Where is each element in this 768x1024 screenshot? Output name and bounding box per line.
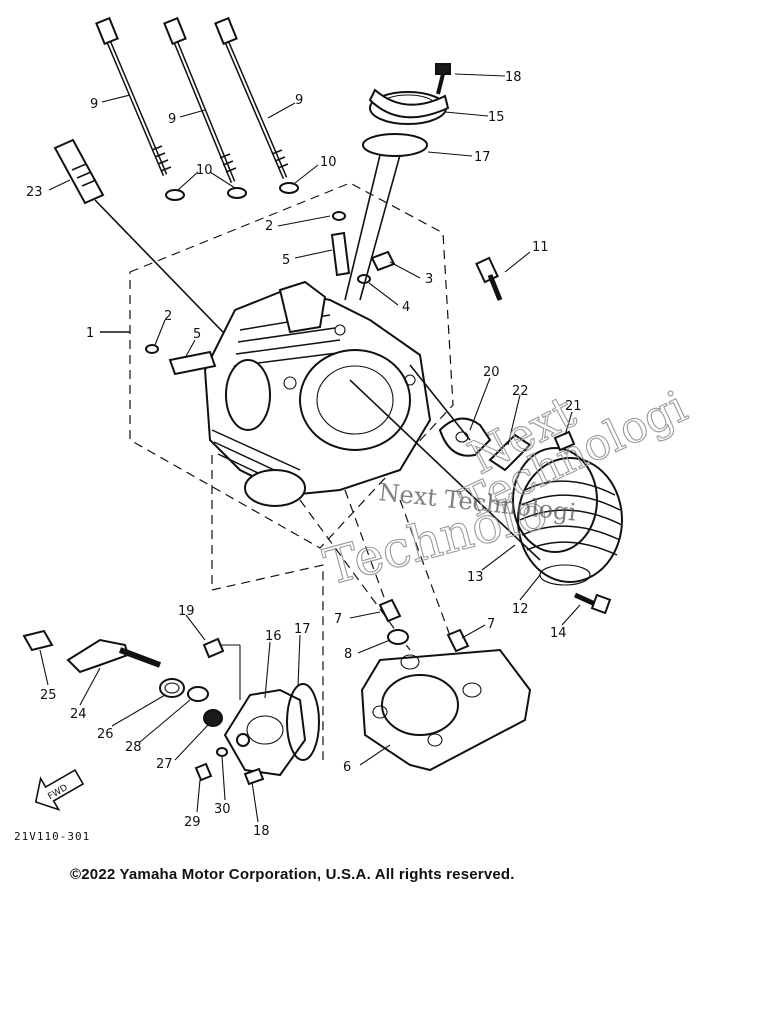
forward-arrow-icon: FWD	[34, 768, 85, 812]
stud-bolt-9	[214, 16, 289, 179]
callout-19: 19	[178, 604, 195, 619]
callout-26: 26	[97, 727, 114, 742]
callout-12: 12	[512, 602, 529, 617]
callout-15: 15	[488, 110, 505, 125]
callout-17: 17	[294, 622, 311, 637]
bolt-11	[475, 256, 503, 301]
cylinder-gasket-6	[360, 648, 532, 772]
callout-18: 18	[253, 824, 270, 839]
spring-26	[159, 678, 185, 698]
callout-4: 4	[402, 300, 410, 315]
washer-10	[165, 189, 185, 201]
callout-7: 7	[487, 617, 495, 632]
guide-line	[349, 379, 541, 561]
copyright-notice: ©2022 Yamaha Motor Corporation, U.S.A. A…	[70, 866, 515, 883]
callout-29: 29	[184, 815, 201, 830]
callout-27: 27	[156, 757, 173, 772]
bolt-3	[370, 250, 396, 272]
washer-10	[227, 187, 247, 199]
tensioner-16	[223, 688, 307, 777]
dowel-7	[446, 628, 470, 653]
callout-2: 2	[265, 219, 273, 234]
callout-24: 24	[70, 707, 87, 722]
bolt-19	[202, 637, 225, 659]
callout-1: 1	[86, 326, 94, 341]
plug-29	[194, 762, 213, 782]
callout-18: 18	[505, 70, 522, 85]
callout-3: 3	[425, 272, 433, 287]
guide-line	[344, 489, 386, 601]
cylinder-head-1	[203, 280, 432, 507]
callout-16: 16	[265, 629, 282, 644]
callout-2: 2	[164, 309, 172, 324]
callout-13: 13	[467, 570, 484, 585]
callout-10: 10	[196, 163, 213, 178]
callout-23: 23	[26, 185, 43, 200]
stud-bolt-9	[163, 16, 237, 183]
bolt-18	[435, 63, 451, 95]
pad-25	[22, 629, 54, 652]
diagram-code: 21V110-301	[14, 830, 91, 843]
callout-leaders	[39, 73, 581, 823]
washer-8	[387, 629, 409, 645]
callout-9: 9	[295, 93, 303, 108]
washer-28	[187, 686, 209, 702]
callout-20: 20	[483, 365, 500, 380]
callout-14: 14	[550, 626, 567, 641]
callout-5: 5	[282, 253, 290, 268]
callout-25: 25	[40, 688, 57, 703]
guide-line	[359, 154, 401, 301]
callout-30: 30	[214, 802, 231, 817]
callout-5: 5	[193, 327, 201, 342]
stud-bolt-9	[95, 16, 172, 176]
assembly-boundary	[129, 182, 454, 549]
callout-9: 9	[90, 97, 98, 112]
washer-4	[357, 274, 371, 284]
washer-10	[279, 182, 299, 194]
callout-28: 28	[125, 740, 142, 755]
callout-7: 7	[334, 612, 342, 627]
callout-8: 8	[344, 647, 352, 662]
clip-2	[332, 211, 346, 221]
guide-line	[409, 364, 471, 441]
valve-guide-5	[330, 231, 351, 277]
guide-line	[299, 499, 411, 651]
callout-10: 10	[320, 155, 337, 170]
gasket-13	[512, 447, 598, 553]
callout-numbers: 18 15 17 9 9 9 10 10 23 2 5 3 4 11 1 2 5…	[26, 70, 582, 839]
washer-30	[216, 747, 228, 757]
clip-2	[145, 344, 159, 354]
bolt-14	[573, 592, 612, 615]
sprocket-20	[438, 417, 492, 457]
callout-22: 22	[512, 384, 529, 399]
callout-6: 6	[343, 760, 351, 775]
valve-cover-guide	[211, 455, 324, 760]
dowel-7	[378, 598, 402, 623]
seal-27	[203, 709, 223, 727]
callout-21: 21	[565, 399, 582, 414]
callout-11: 11	[532, 240, 549, 255]
spark-plug-23	[53, 138, 251, 361]
valve-guide-5	[168, 350, 217, 376]
cap-15	[368, 88, 450, 125]
o-ring-17	[362, 133, 428, 157]
lever-24	[66, 638, 162, 674]
bolt-18	[243, 767, 265, 786]
o-ring-17	[286, 683, 320, 761]
guide-line	[344, 154, 381, 301]
part-22	[488, 433, 532, 472]
callout-17: 17	[474, 150, 491, 165]
callout-9: 9	[168, 112, 176, 127]
part-21	[553, 430, 576, 452]
